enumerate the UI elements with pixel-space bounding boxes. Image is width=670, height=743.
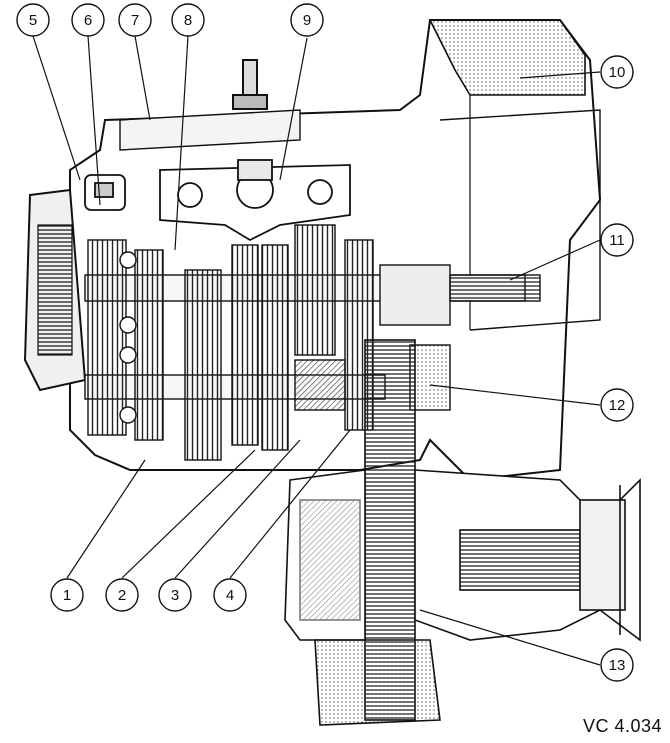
callout-3-label: 3 <box>171 587 179 604</box>
callout-11: 11 <box>600 223 634 257</box>
callout-10-label: 10 <box>609 64 626 81</box>
gear-cluster <box>84 224 541 461</box>
callout-10: 10 <box>600 55 634 89</box>
callout-8-label: 8 <box>184 12 192 29</box>
final-drive <box>284 339 641 726</box>
callout-3: 3 <box>158 578 192 612</box>
callout-2-label: 2 <box>118 587 126 604</box>
callout-12-label: 12 <box>609 397 626 414</box>
callout-11-label: 11 <box>609 232 625 249</box>
callout-5-label: 5 <box>29 12 37 29</box>
end-cover <box>23 188 87 392</box>
callout-13-label: 13 <box>609 657 626 674</box>
callout-9-label: 9 <box>303 12 311 29</box>
selector-mechanism <box>84 159 351 242</box>
callout-12: 12 <box>600 388 634 422</box>
figure-reference-code: VC 4.034 <box>582 716 662 736</box>
callout-8: 8 <box>171 3 205 37</box>
callout-2: 2 <box>105 578 139 612</box>
callout-1: 1 <box>50 578 84 612</box>
callout-1-label: 1 <box>63 587 71 604</box>
callout-7-label: 7 <box>131 12 139 29</box>
callout-7: 7 <box>118 3 152 37</box>
callout-6-label: 6 <box>84 12 92 29</box>
callout-4: 4 <box>213 578 247 612</box>
callout-6: 6 <box>71 3 105 37</box>
leader-lines <box>32 35 601 666</box>
callout-5: 5 <box>16 3 50 37</box>
callout-9: 9 <box>290 3 324 37</box>
callout-4-label: 4 <box>226 587 234 604</box>
callout-13: 13 <box>600 648 634 682</box>
